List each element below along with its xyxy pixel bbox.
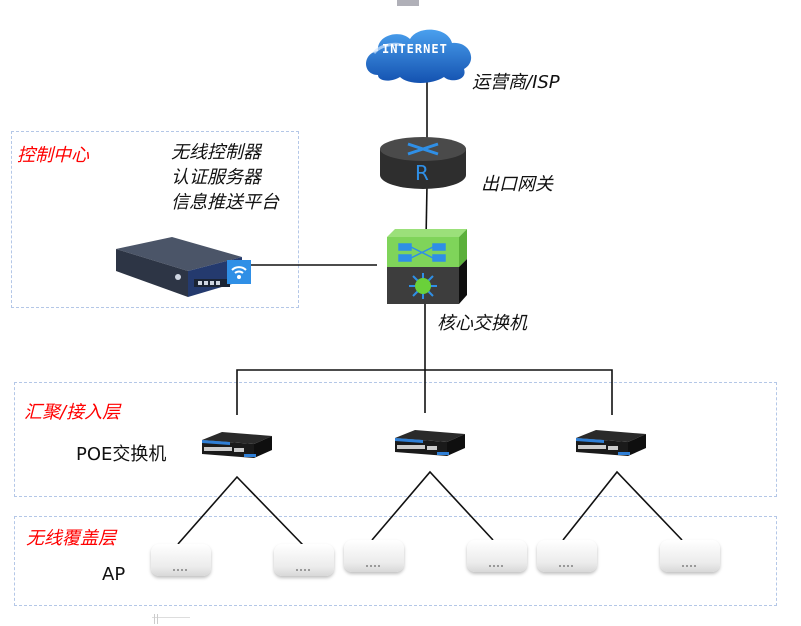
ap-indicator-lights bbox=[173, 569, 189, 571]
wifi-badge bbox=[227, 260, 251, 284]
link-poe3-aps bbox=[562, 470, 683, 541]
function-wireless-controller: 无线控制器 bbox=[171, 142, 261, 163]
poe-switch bbox=[393, 428, 467, 458]
layer3-switch-icon bbox=[387, 229, 467, 304]
aggregation-layer-title: 汇聚/接入层 bbox=[24, 402, 121, 423]
link-poe1-aps bbox=[177, 475, 304, 546]
control-center-zone bbox=[11, 131, 299, 308]
isp-label: 运营商/ISP bbox=[472, 72, 560, 93]
ap-indicator-lights bbox=[489, 565, 505, 567]
poe-switch-icon bbox=[395, 430, 465, 456]
link-poe2-aps bbox=[371, 470, 494, 541]
access-point bbox=[537, 540, 597, 572]
bottom-marker bbox=[152, 614, 190, 626]
router-letter: R bbox=[415, 161, 429, 185]
ap-label: AP bbox=[102, 564, 126, 585]
wireless-layer-title: 无线覆盖层 bbox=[26, 528, 116, 549]
gateway-router: R bbox=[378, 135, 468, 195]
ap-indicator-lights bbox=[296, 569, 312, 571]
router-icon bbox=[380, 137, 466, 189]
access-point bbox=[274, 544, 334, 576]
poe-switch bbox=[200, 430, 274, 460]
access-point bbox=[660, 540, 720, 572]
wifi-icon bbox=[231, 266, 247, 279]
core-switch bbox=[387, 229, 467, 304]
function-auth-server: 认证服务器 bbox=[171, 167, 261, 188]
function-push-platform: 信息推送平台 bbox=[171, 192, 279, 213]
gateway-label: 出口网关 bbox=[481, 174, 553, 195]
controller-functions: 无线控制器 认证服务器 信息推送平台 bbox=[171, 140, 279, 215]
internet-cloud: INTERNET bbox=[360, 23, 480, 85]
aggregation-layer-zone bbox=[14, 382, 777, 497]
ap-indicator-lights bbox=[682, 565, 698, 567]
core-switch-label: 核心交换机 bbox=[437, 313, 527, 334]
poe-switch-icon bbox=[576, 430, 646, 456]
poe-switch-label: POE交换机 bbox=[76, 444, 167, 465]
cloud-icon bbox=[366, 29, 472, 83]
ap-indicator-lights bbox=[559, 565, 575, 567]
top-marker bbox=[397, 0, 419, 6]
poe-switch-icon bbox=[202, 432, 272, 458]
ap-indicator-lights bbox=[366, 565, 382, 567]
access-point bbox=[344, 540, 404, 572]
wireless-controller-device bbox=[112, 235, 252, 300]
access-point bbox=[151, 544, 211, 576]
cloud-text: INTERNET bbox=[382, 42, 448, 56]
access-point bbox=[467, 540, 527, 572]
poe-switch bbox=[574, 428, 648, 458]
wireless-layer-zone bbox=[14, 516, 777, 606]
control-center-title: 控制中心 bbox=[17, 145, 89, 166]
